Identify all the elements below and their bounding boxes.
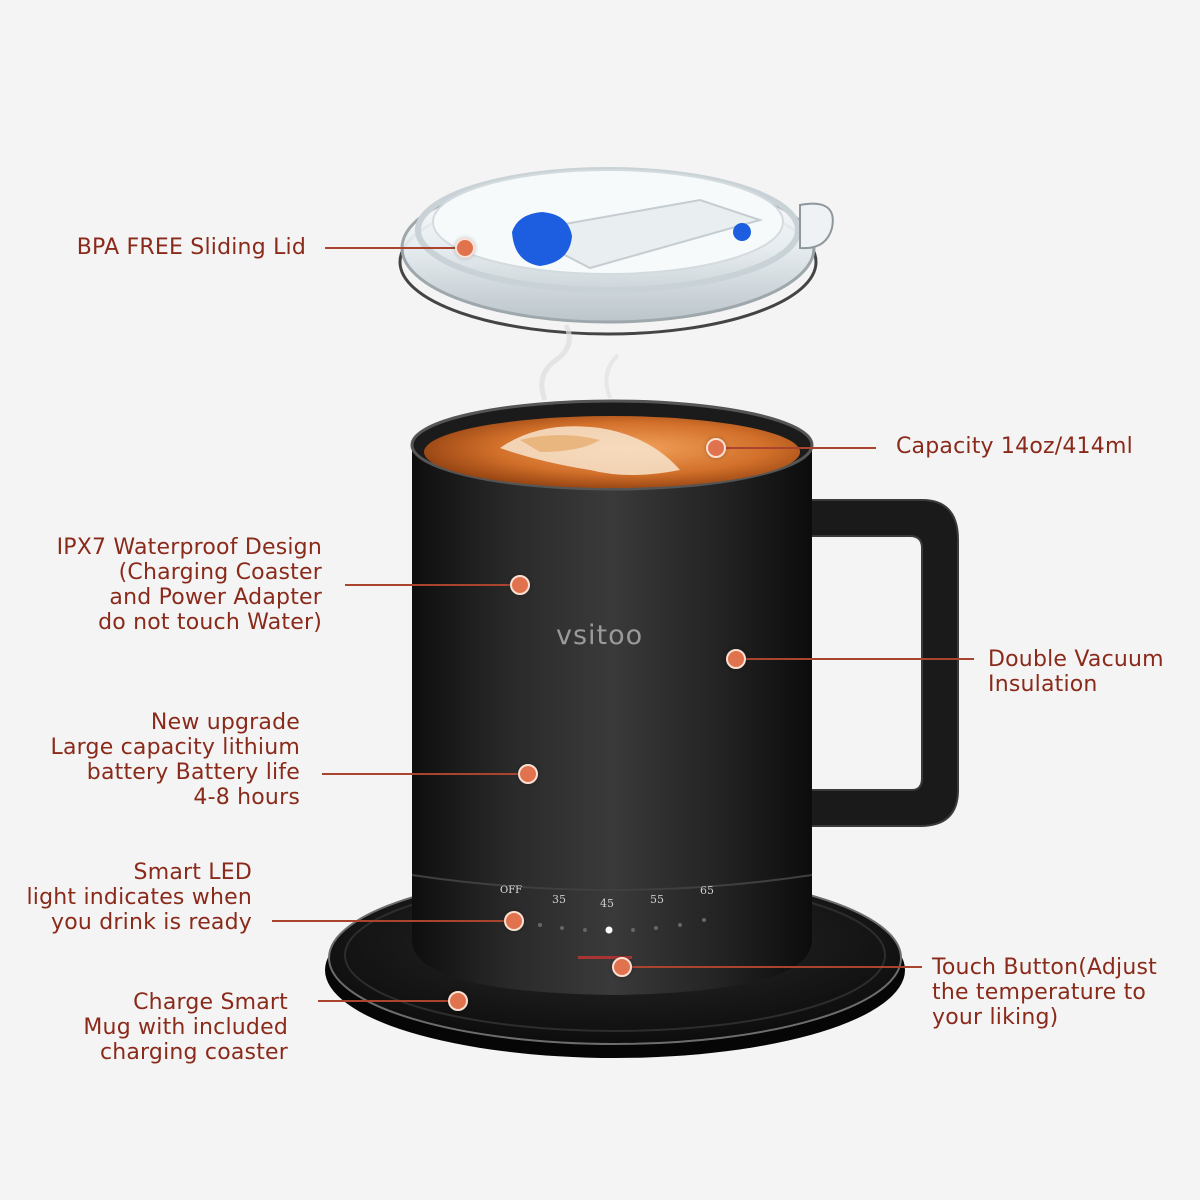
callout-insulation: Double Vacuum Insulation xyxy=(988,647,1164,697)
callout-charge: Charge Smart Mug with included charging … xyxy=(83,990,288,1065)
marker-capacity xyxy=(706,438,726,458)
callout-touch-line-3: your liking) xyxy=(932,1005,1059,1030)
callout-battery-line-3: battery Battery life xyxy=(86,760,300,785)
dial-mark-65: 65 xyxy=(700,884,714,897)
callout-led-line-1: Smart LED xyxy=(133,860,252,885)
callout-capacity: Capacity 14oz/414ml xyxy=(896,434,1133,459)
callout-insulation-line-1: Double Vacuum xyxy=(988,647,1164,672)
leader-battery xyxy=(322,773,528,775)
marker-waterproof xyxy=(510,575,530,595)
dial-mark-45: 45 xyxy=(600,897,614,910)
callout-waterproof-line-2: (Charging Coaster xyxy=(118,560,322,585)
leader-insulation xyxy=(736,658,974,660)
leader-lid xyxy=(325,247,465,249)
mug-handle xyxy=(807,499,959,827)
callout-waterproof: IPX7 Waterproof Design (Charging Coaster… xyxy=(57,535,322,635)
callout-touch: Touch Button(Adjust the temperature to y… xyxy=(932,955,1157,1030)
dial-mark-off: OFF xyxy=(500,885,523,896)
leader-charge xyxy=(318,1000,458,1002)
callout-lid: BPA FREE Sliding Lid xyxy=(77,235,306,260)
leader-waterproof xyxy=(345,584,520,586)
marker-insulation xyxy=(726,649,746,669)
marker-charge xyxy=(448,991,468,1011)
callout-battery-line-4: 4-8 hours xyxy=(193,785,300,810)
callout-lid-line: BPA FREE Sliding Lid xyxy=(76,235,306,260)
leader-led xyxy=(272,920,514,922)
marker-lid xyxy=(455,238,475,258)
callout-capacity-line: Capacity 14oz/414ml xyxy=(896,434,1133,459)
dial-mark-35: 35 xyxy=(552,893,566,906)
sliding-lid xyxy=(398,167,834,336)
callout-led: Smart LED light indicates when you drink… xyxy=(27,860,253,935)
led-indicator-dots xyxy=(538,918,706,934)
brand-logo: vsitoo xyxy=(556,620,644,651)
callout-battery-line-1: New upgrade xyxy=(150,710,300,735)
callout-touch-line-1: Touch Button(Adjust xyxy=(932,955,1157,980)
callout-charge-line-1: Charge Smart xyxy=(133,990,288,1015)
callout-touch-line-2: the temperature to xyxy=(932,980,1147,1005)
callout-insulation-line-2: Insulation xyxy=(988,672,1098,697)
callout-waterproof-line-4: do not touch Water) xyxy=(98,610,322,635)
marker-battery xyxy=(518,764,538,784)
marker-led xyxy=(504,911,524,931)
lid-slider-icon xyxy=(512,212,751,266)
callout-waterproof-line-3: and Power Adapter xyxy=(109,585,322,610)
callout-waterproof-line-1: IPX7 Waterproof Design xyxy=(56,535,322,560)
callout-charge-line-3: charging coaster xyxy=(99,1040,288,1065)
leader-capacity xyxy=(716,447,876,449)
marker-touch xyxy=(612,957,632,977)
callout-charge-line-2: Mug with included xyxy=(83,1015,288,1040)
dial-mark-55: 55 xyxy=(650,893,664,906)
touch-button xyxy=(578,956,632,959)
callout-battery: New upgrade Large capacity lithium batte… xyxy=(51,710,300,810)
callout-led-line-3: you drink is ready xyxy=(51,910,252,935)
callout-battery-line-2: Large capacity lithium xyxy=(50,735,300,760)
callout-led-line-2: light indicates when xyxy=(26,885,252,910)
leader-touch xyxy=(622,966,922,968)
